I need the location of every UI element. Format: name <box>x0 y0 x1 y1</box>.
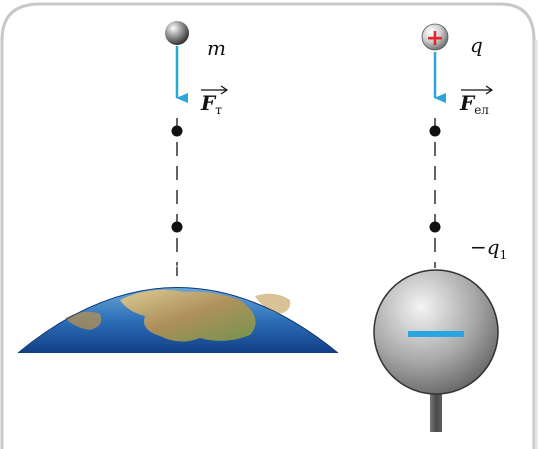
charge-sign: + <box>426 26 444 51</box>
electric-force-label: Fел <box>459 86 492 117</box>
earth-image <box>18 266 338 353</box>
force-subscript: ел <box>474 103 489 117</box>
position-dot <box>430 126 441 137</box>
negative-sign <box>408 331 464 337</box>
charged-sphere-icon <box>374 270 498 432</box>
svg-text:Fел: Fел <box>459 91 489 117</box>
force-subscript: т <box>215 103 222 117</box>
mass-label: m <box>207 36 226 60</box>
gravity-force-label: Fт <box>200 86 227 117</box>
positive-charge-icon: + <box>422 24 448 51</box>
sphere-charge-label: −q1 <box>470 235 507 262</box>
position-dot <box>172 126 183 137</box>
svg-text:Fт: Fт <box>200 91 222 117</box>
position-dot <box>430 222 441 233</box>
gravity-panel: m Fт <box>18 21 338 353</box>
ball-icon <box>165 21 189 45</box>
charge-label: q <box>470 33 483 57</box>
electric-panel: + q Fел −q1 <box>374 24 507 432</box>
position-dot <box>172 222 183 233</box>
sphere-stand <box>430 392 442 432</box>
